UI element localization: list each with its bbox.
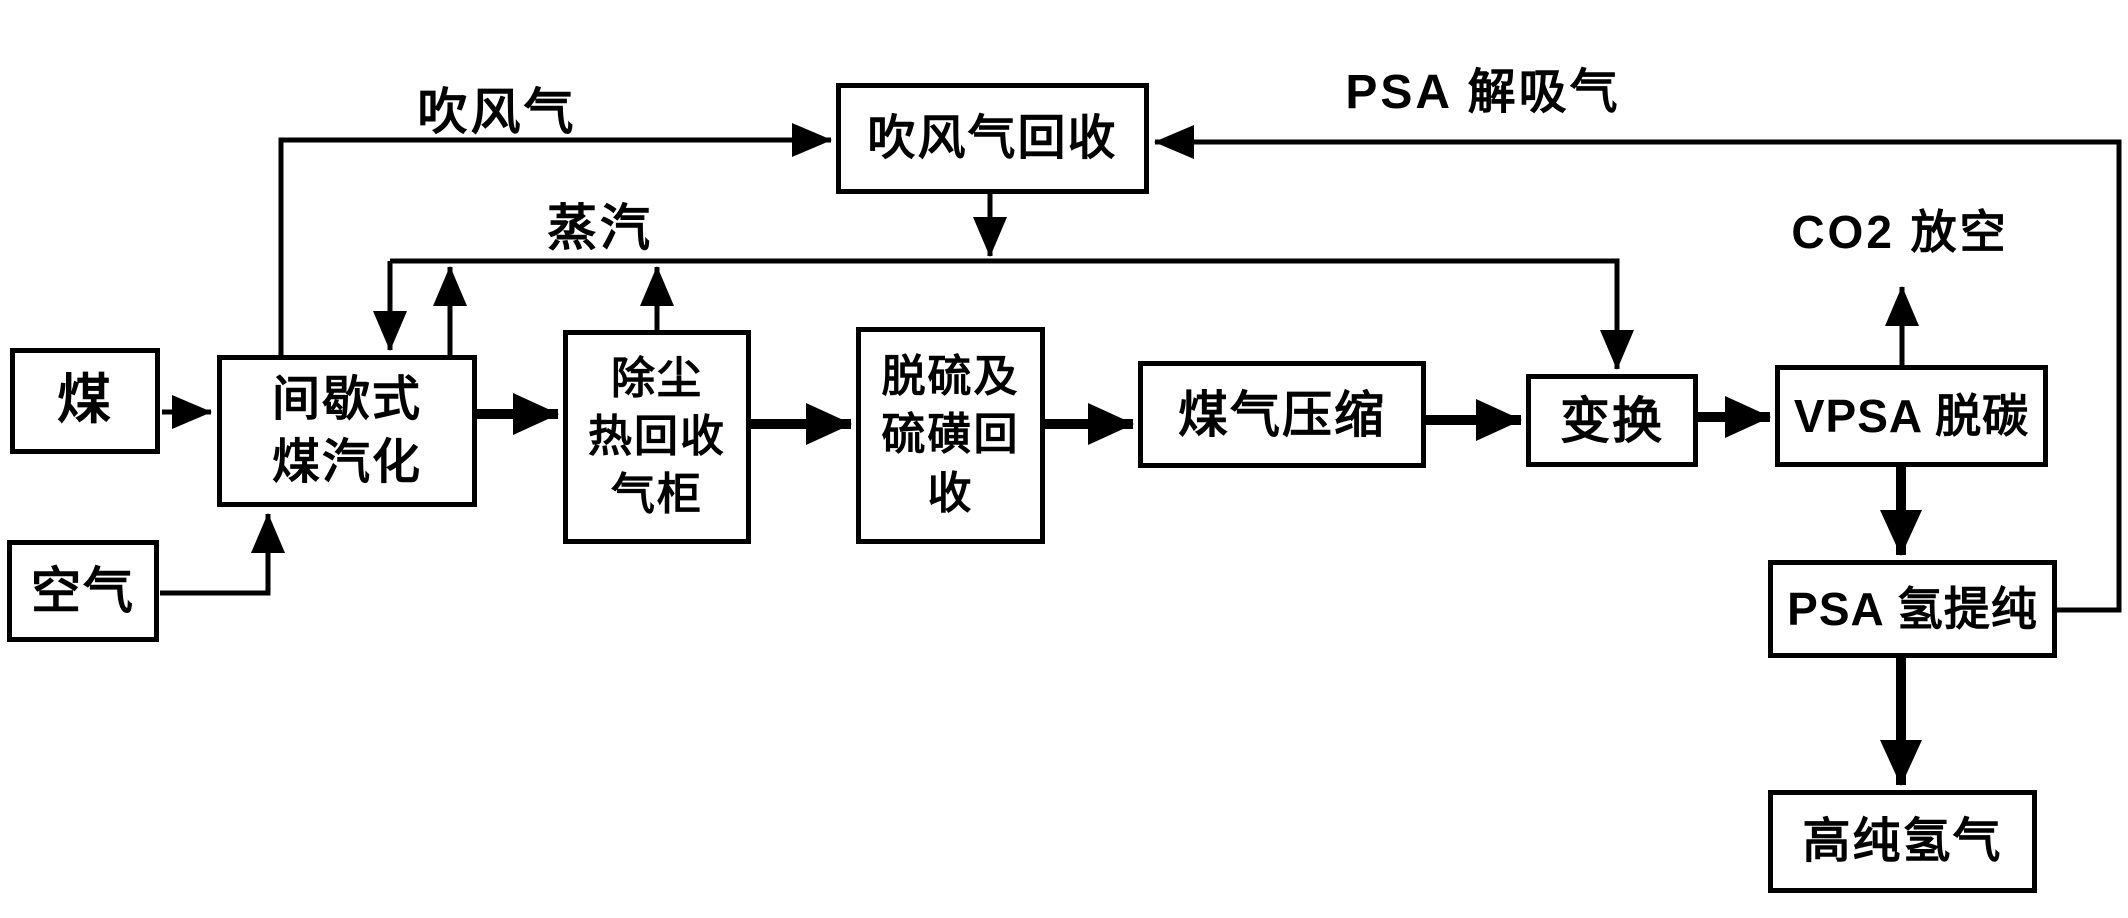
node-gasifier-label: 间歇式 煤汽化	[271, 372, 422, 489]
node-vpsa-label: VPSA 脱碳	[1793, 389, 2030, 442]
node-psa-label: PSA 氢提纯	[1787, 582, 2038, 635]
node-compression: 煤气压缩	[1138, 361, 1426, 468]
label-blow-gas: 吹风气	[417, 84, 577, 140]
node-dust-recovery: 除尘 热回收 气柜	[563, 330, 751, 544]
node-dust-recovery-label: 除尘 热回收 气柜	[588, 353, 726, 520]
node-blowgas-recovery-label: 吹风气回收	[867, 111, 1118, 165]
label-psa-desorption: PSA 解吸气	[1345, 66, 1621, 119]
node-desulfurization: 脱硫及 硫磺回 收	[856, 327, 1045, 544]
node-h2-product: 高纯氢气	[1768, 790, 2037, 893]
node-shift: 变换	[1526, 374, 1698, 467]
node-coal: 煤	[10, 348, 160, 454]
edge-psa-desorption-return	[1154, 125, 2122, 613]
node-air-label: 空气	[31, 563, 135, 619]
node-desulfurization-label: 脱硫及 硫磺回 收	[881, 352, 1020, 518]
label-co2-vent: CO2 放空	[1791, 206, 2009, 258]
node-compression-label: 煤气压缩	[1178, 386, 1386, 443]
node-coal-label: 煤	[57, 370, 113, 431]
node-blowgas-recovery: 吹风气回收	[836, 83, 1149, 194]
edge-air-to-gasifier	[160, 513, 285, 596]
node-vpsa: VPSA 脱碳	[1775, 365, 2048, 467]
node-psa: PSA 氢提纯	[1768, 560, 2057, 658]
node-gasifier: 间歇式 煤汽化	[217, 355, 477, 507]
edge-blow-gas-to-recovery	[278, 123, 832, 355]
node-shift-label: 变换	[1560, 392, 1664, 449]
edge-steam-header	[390, 258, 1634, 370]
node-air: 空气	[7, 540, 159, 642]
label-steam: 蒸汽	[547, 200, 653, 256]
node-h2-product-label: 高纯氢气	[1802, 814, 2003, 868]
